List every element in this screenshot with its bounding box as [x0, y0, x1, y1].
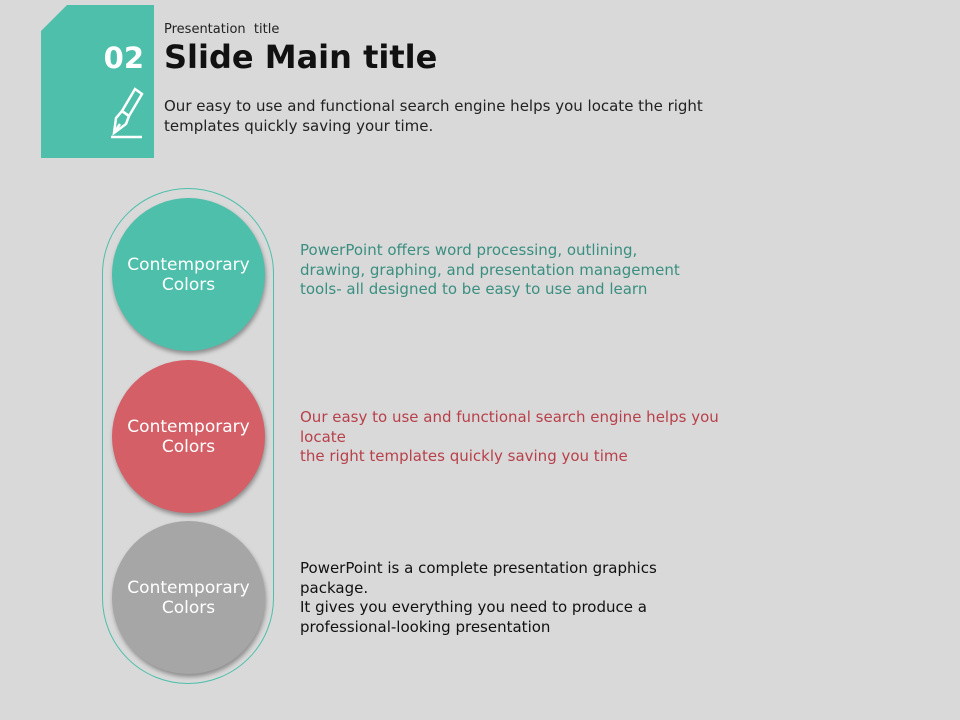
folded-corner: [41, 5, 67, 31]
item-text-3: PowerPoint is a complete presentation gr…: [300, 559, 657, 636]
presentation-title: Presentation title: [164, 22, 280, 37]
item-text-2: Our easy to use and functional search en…: [300, 408, 719, 465]
section-number: 02: [103, 41, 144, 75]
circle-item-2: Contemporary Colors: [112, 360, 265, 513]
circle-item-1: Contemporary Colors: [112, 198, 265, 351]
circle-container-outline: [102, 188, 274, 684]
slide-description: Our easy to use and functional search en…: [164, 97, 703, 135]
pen-icon: [111, 87, 144, 139]
circle-item-3: Contemporary Colors: [112, 521, 265, 674]
slide-main-title: Slide Main title: [164, 38, 438, 76]
section-number-box: 02: [41, 5, 154, 158]
item-text-1: PowerPoint offers word processing, outli…: [300, 241, 680, 298]
